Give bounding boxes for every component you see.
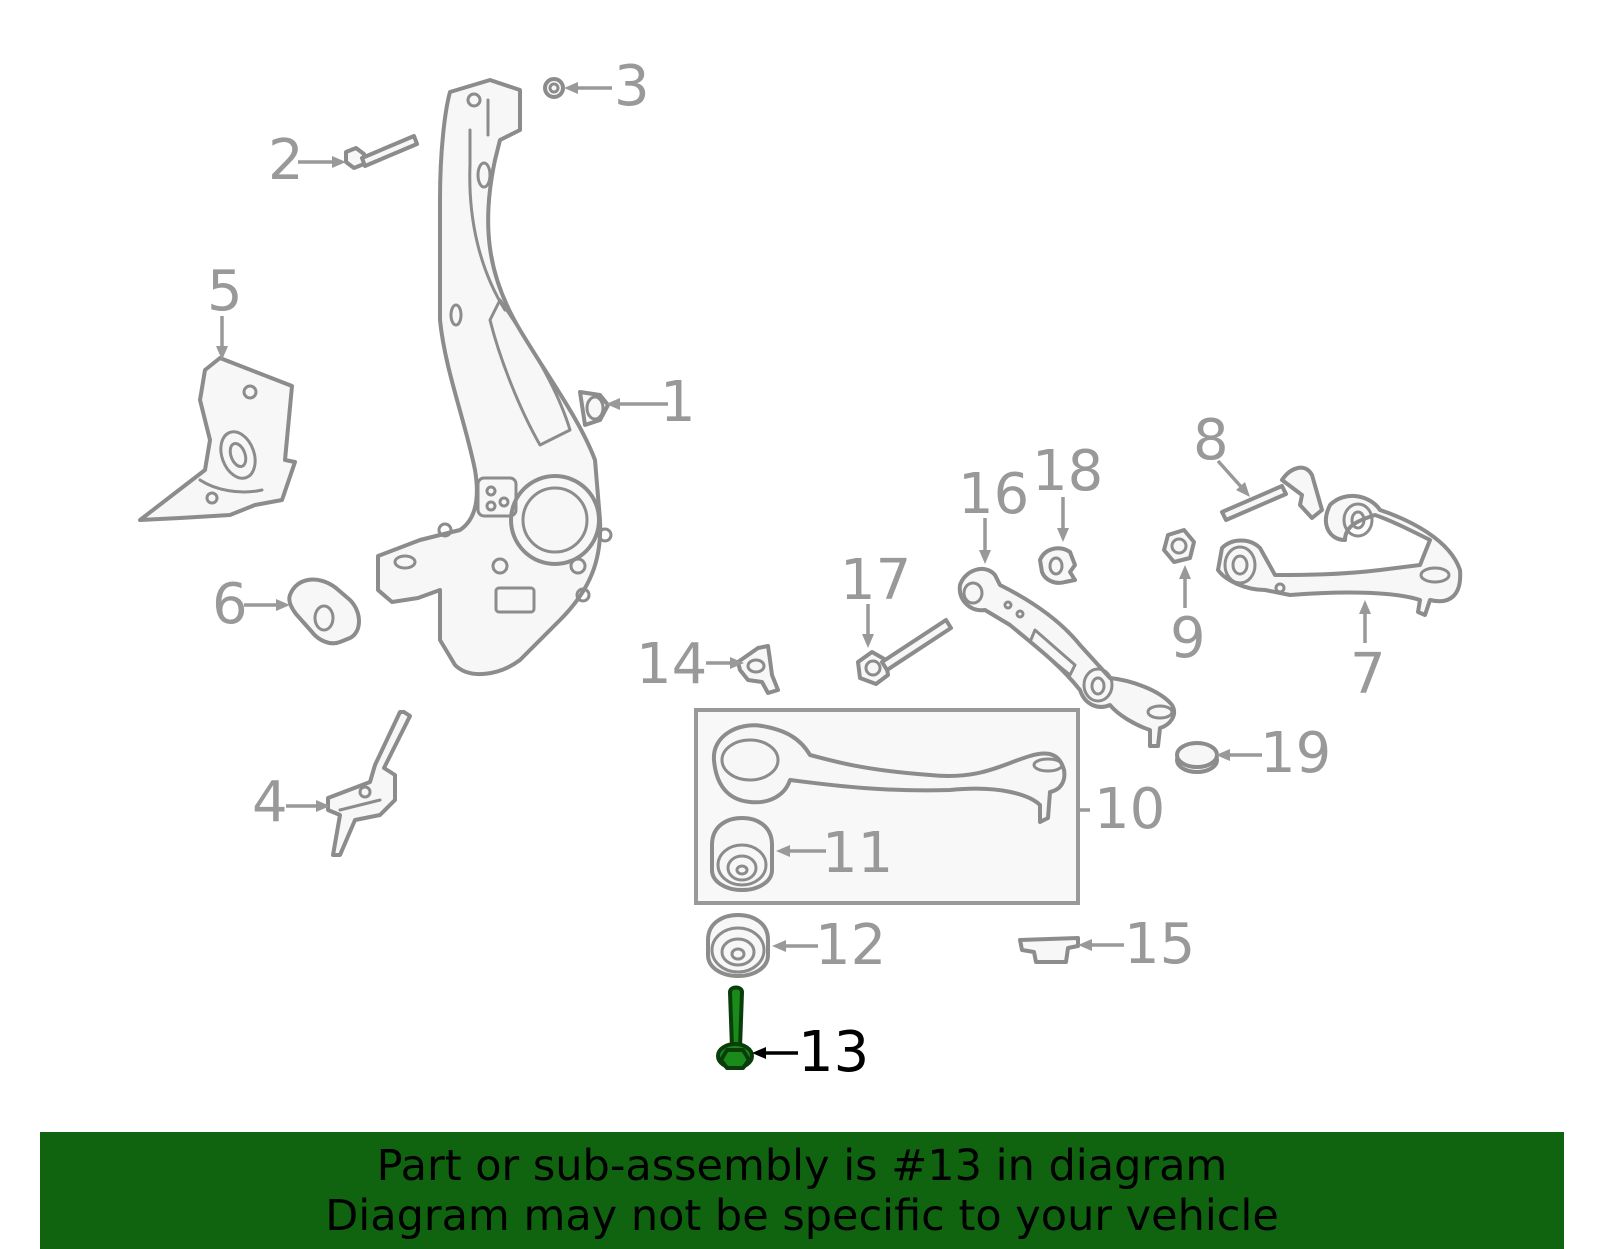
part-19-washer[interactable]	[1175, 741, 1219, 774]
part-17-bolt[interactable]	[856, 618, 953, 686]
callout-18[interactable]: 18	[1032, 439, 1103, 504]
callout-19[interactable]: 19	[1260, 721, 1331, 786]
callout-8[interactable]: 8	[1193, 408, 1229, 473]
callout-numbers: 1 2 3 4 5 6 7 8 9 10 11 12 13 14 15 16 1…	[207, 54, 1386, 1085]
part-11-bushing[interactable]	[710, 816, 774, 892]
callout-5[interactable]: 5	[207, 259, 243, 324]
info-banner: Part or sub-assembly is #13 in diagram D…	[40, 1132, 1564, 1249]
callout-3[interactable]: 3	[614, 54, 650, 119]
part-14-clip[interactable]	[736, 644, 780, 695]
part-4-bracket[interactable]	[326, 710, 412, 857]
part-16-control-arm[interactable]	[957, 566, 1177, 748]
part-12-bushing[interactable]	[706, 913, 770, 978]
callout-16[interactable]: 16	[958, 462, 1029, 527]
part-7-upper-control-arm[interactable]	[1216, 493, 1463, 617]
callout-2[interactable]: 2	[268, 128, 304, 193]
part-18-nut[interactable]	[1038, 546, 1077, 585]
part-6-bushing[interactable]	[287, 577, 361, 646]
callout-14[interactable]: 14	[636, 632, 707, 697]
part-13-bolt[interactable]	[716, 985, 754, 1070]
banner-line-part-number: Part or sub-assembly is #13 in diagram	[376, 1140, 1228, 1191]
part-15-clip[interactable]	[1018, 936, 1080, 964]
callout-17[interactable]: 17	[840, 548, 911, 613]
part-9-nut[interactable]	[1162, 528, 1196, 564]
part-10-lower-control-arm[interactable]	[711, 723, 1067, 824]
part-8-bolt[interactable]	[1220, 465, 1324, 522]
callout-15[interactable]: 15	[1124, 912, 1195, 977]
part-2-bolt[interactable]	[344, 134, 419, 170]
leader-lines	[216, 82, 1371, 1059]
callout-6[interactable]: 6	[212, 572, 248, 637]
callout-12[interactable]: 12	[815, 913, 886, 978]
part-3-nut[interactable]	[543, 77, 565, 99]
part-1-steering-knuckle[interactable]	[376, 78, 613, 677]
callout-11[interactable]: 11	[822, 821, 893, 886]
callout-13[interactable]: 13	[798, 1020, 869, 1085]
callout-4[interactable]: 4	[252, 770, 288, 835]
callout-10[interactable]: 10	[1094, 777, 1165, 842]
part-5-shield[interactable]	[138, 356, 297, 522]
callout-9[interactable]: 9	[1170, 606, 1206, 671]
banner-line-disclaimer: Diagram may not be specific to your vehi…	[325, 1190, 1279, 1241]
callout-7[interactable]: 7	[1350, 642, 1386, 707]
callout-1[interactable]: 1	[660, 370, 696, 435]
